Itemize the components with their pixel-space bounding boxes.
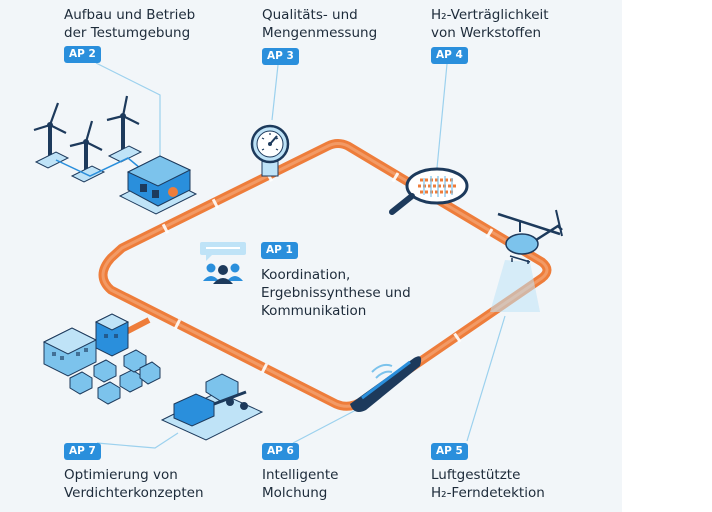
ap5-label-line-1: Luftgestützte [431,467,521,483]
magnifier-icon [389,167,469,215]
ap5-label-line-2: H₂-Ferndetektion [431,485,545,501]
ap1-label-line-1: Koordination, [261,267,351,283]
ap1-label-line-2: Ergebnissynthese und [261,285,411,301]
leader-line-ap7 [96,432,179,449]
ap6-label-line-2: Molchung [262,485,328,501]
leader-line-ap6 [292,409,357,444]
ap4-label: H₂-Verträglichkeit von Werkstoffen [431,6,549,42]
ap2-label: Aufbau und Betrieb der Testumgebung [64,6,195,42]
wind-turbines-icon [33,95,143,183]
helicopter-icon [490,209,563,312]
ap7-badge: AP 7 [64,443,101,460]
ap5-badge: AP 5 [431,443,468,460]
pipeline [98,139,552,411]
ap6-badge: AP 6 [262,443,299,460]
pipeline-pig-icon [350,356,422,412]
ap2-label-line-1: Aufbau und Betrieb [64,7,196,23]
ap1-label-line-3: Kommunikation [261,303,367,319]
leader-lines [95,62,506,449]
leader-line-ap3 [271,64,279,121]
ap4-badge: AP 4 [431,47,468,64]
ap7-label: Optimierung von Verdichterkonzepten [64,466,204,502]
leader-line-ap5 [466,315,506,442]
ap1-badge: AP 1 [261,242,298,259]
ap2-badge: AP 2 [64,46,101,63]
ap7-label-line-2: Verdichterkonzepten [64,485,204,501]
ap3-label: Qualitäts- und Mengenmessung [262,6,377,42]
houses [69,349,161,405]
ap7-label-line-1: Optimierung von [64,467,178,483]
ap6-label-line-1: Intelligente [262,467,339,483]
ap4-label-line-1: H₂-Verträglichkeit [431,7,549,23]
ap3-label-line-1: Qualitäts- und [262,7,358,23]
ap2-label-line-2: der Testumgebung [64,25,191,41]
leader-line-ap4 [436,63,448,169]
pipeline-loop-inner [101,142,549,408]
diagram-background [0,0,622,512]
leader-line-ap2 [95,62,161,168]
compressor-station-icon [160,373,264,441]
test-station-icon [118,155,198,215]
ap1-label: Koordination, Ergebnissynthese und Kommu… [261,266,411,320]
material-grid [418,176,456,197]
ap6-label: Intelligente Molchung [262,466,338,502]
ap4-label-line-2: von Werkstoffen [431,25,542,41]
ap3-label-line-2: Mengenmessung [262,25,378,41]
pressure-gauge-icon [250,124,290,177]
ap5-label: Luftgestützte H₂-Ferndetektion [431,466,545,502]
ap3-badge: AP 3 [262,48,299,65]
team-icon [200,242,246,284]
city-icon [42,313,161,405]
